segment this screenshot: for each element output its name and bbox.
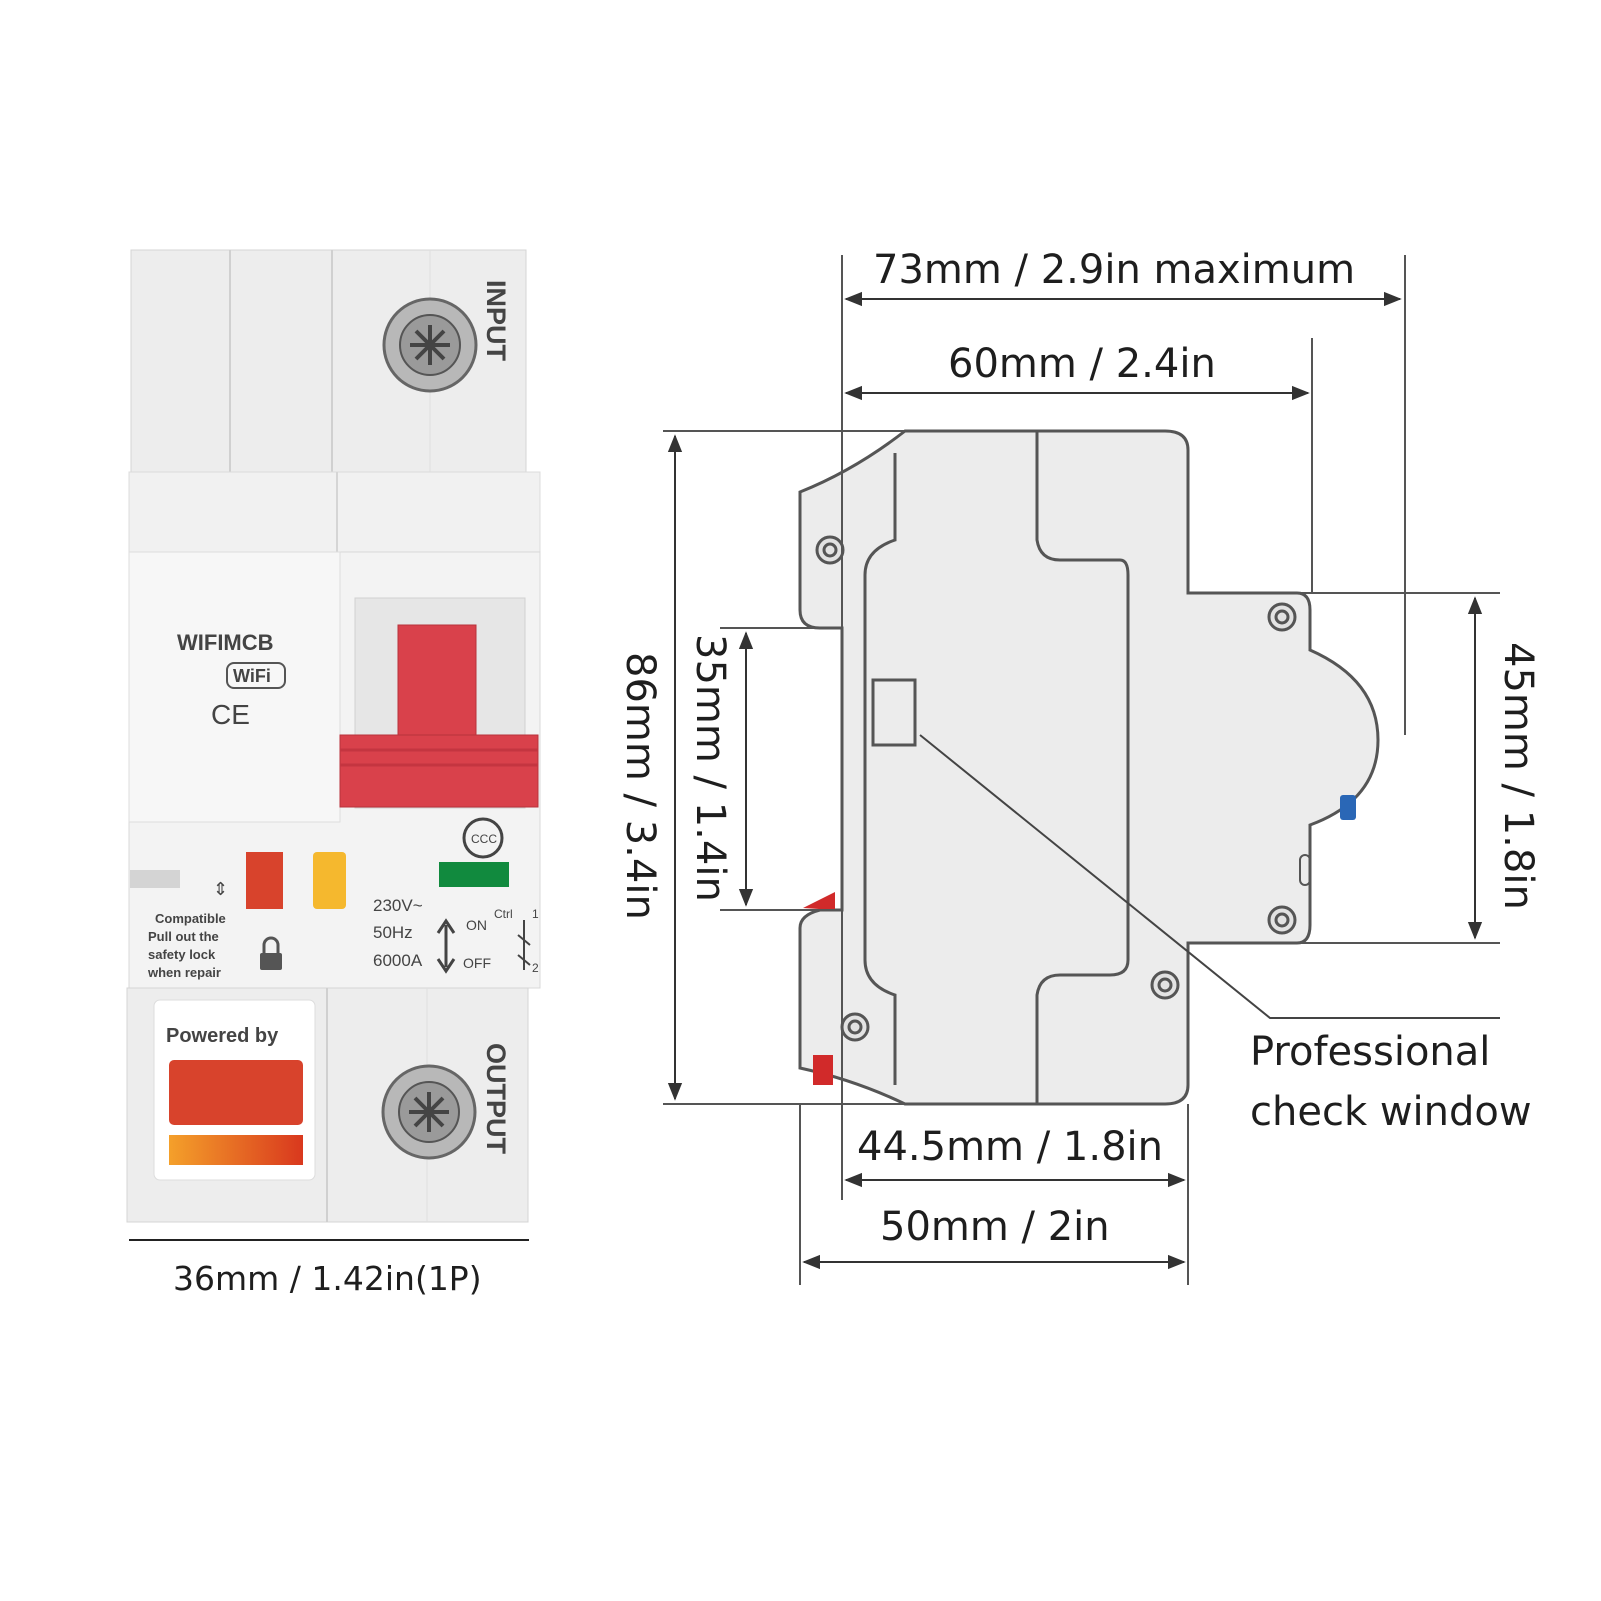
indicator-window-grey xyxy=(130,870,180,888)
blue-detail xyxy=(1340,795,1356,820)
breaker-front-view: INPUT WIFIMCB WiFi CE CCC ⇕ Compatible P… xyxy=(126,249,541,1223)
output-screw-icon xyxy=(381,1064,477,1160)
depth-60-label: 60mm / 2.4in xyxy=(948,341,1216,387)
lock-text-line-1: Compatible xyxy=(155,911,226,926)
check-window-label-2: check window xyxy=(1250,1089,1532,1135)
terminal-2: 2 xyxy=(532,961,539,975)
svg-text:CCC: CCC xyxy=(471,832,497,846)
red-clip-bottom xyxy=(813,1055,833,1085)
up-down-arrows-icon: ⇕ xyxy=(213,879,228,899)
ccc-mark: CCC xyxy=(462,817,504,859)
width-dimension-label: 36mm / 1.42in(1P) xyxy=(173,1259,482,1298)
check-window-leader xyxy=(919,734,1500,1019)
wifi-badge xyxy=(226,662,286,689)
output-label: OUTPUT xyxy=(481,1043,511,1155)
dimension-arrows xyxy=(667,291,1483,1270)
depth-44-5-label: 44.5mm / 1.8in xyxy=(857,1124,1163,1170)
padlock-icon xyxy=(260,936,282,970)
ctrl-label: Ctrl xyxy=(494,907,513,921)
screw-icon xyxy=(815,535,1297,1042)
side-profile-outline xyxy=(798,429,1380,1106)
off-label: OFF xyxy=(463,955,491,971)
side-view-drawing xyxy=(798,429,1380,1106)
wifi-badge-label: WiFi xyxy=(233,666,271,686)
lock-text-line-4: when repair xyxy=(147,965,221,980)
on-label: ON xyxy=(466,917,487,933)
input-screw-icon xyxy=(382,297,478,393)
rating-frequency: 50Hz xyxy=(373,923,413,942)
ce-mark: CE xyxy=(211,699,250,730)
input-label: INPUT xyxy=(481,280,511,362)
height-86-label: 86mm / 3.4in xyxy=(617,652,663,920)
indicator-yellow xyxy=(313,852,346,909)
check-window-label-1: Professional xyxy=(1250,1029,1490,1075)
powered-by-logo-stripe xyxy=(169,1135,303,1165)
indicator-red xyxy=(246,852,283,909)
lock-text-line-2: Pull out the xyxy=(148,929,219,944)
rail-35-label: 35mm / 1.4in xyxy=(687,634,733,902)
powered-by-label: Powered by xyxy=(166,1025,279,1047)
toggle-grip[interactable] xyxy=(339,734,539,808)
on-off-arrow-icon xyxy=(436,918,456,974)
ctrl-symbol-icon xyxy=(517,920,531,970)
red-clip-top xyxy=(803,892,835,910)
rating-voltage: 230V~ xyxy=(373,896,423,915)
check-window xyxy=(871,678,917,747)
indicator-green xyxy=(439,862,509,887)
front-45-label: 45mm / 1.8in xyxy=(1495,642,1541,910)
brand-label: WIFIMCB xyxy=(177,630,274,655)
powered-by-logo-red xyxy=(169,1060,303,1125)
terminal-1: 1 xyxy=(532,907,539,921)
extension-lines xyxy=(663,255,1500,1285)
depth-50-label: 50mm / 2in xyxy=(880,1204,1110,1250)
max-depth-label: 73mm / 2.9in maximum xyxy=(873,247,1355,293)
rating-breaking: 6000A xyxy=(373,951,423,970)
lock-text-line-3: safety lock xyxy=(148,947,216,962)
